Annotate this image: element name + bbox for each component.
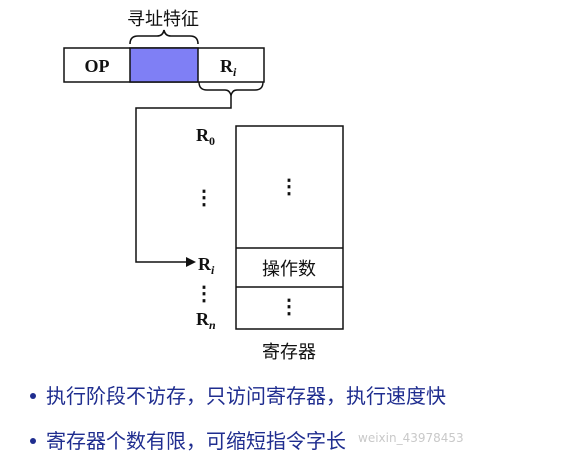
- register-labels-low-ellipsis: ⋮: [194, 283, 214, 305]
- register-label-ri: Ri: [198, 254, 215, 277]
- r0-subscript: 0: [209, 134, 215, 148]
- rn-main: R: [196, 309, 210, 329]
- register-file-caption: 寄存器: [262, 342, 316, 363]
- ri-field-subscript: i: [233, 65, 237, 79]
- register-bottom-ellipsis: ⋮: [279, 296, 299, 318]
- ri-pointer-arrowhead: [186, 257, 196, 267]
- register-label-r0: R0: [196, 125, 215, 148]
- addressing-mode-field: [129, 47, 199, 83]
- ri-pointer-line: [135, 96, 232, 263]
- operand-cell-label: 操作数: [262, 259, 316, 280]
- bullet-dot-icon: [30, 437, 36, 444]
- register-labels-mid-ellipsis: ⋮: [194, 187, 214, 209]
- op-field-label: OP: [85, 56, 110, 76]
- bullet-item-1-text: 执行阶段不访存，只访问寄存器，执行速度快: [46, 384, 446, 408]
- ri-address-field-label: Ri: [220, 56, 237, 79]
- register-top-ellipsis: ⋮: [279, 176, 299, 198]
- bullet-dot-icon: [30, 392, 36, 399]
- bullet-item-2: 寄存器个数有限，可缩短指令字长: [30, 425, 346, 454]
- ri-main: R: [198, 254, 212, 274]
- r0-main: R: [196, 125, 210, 145]
- bullet-item-2-text: 寄存器个数有限，可缩短指令字长: [46, 429, 346, 453]
- ri-field-brace: [198, 81, 264, 97]
- rn-subscript: n: [209, 318, 216, 332]
- ri-subscript: i: [211, 263, 215, 277]
- register-label-rn: Rn: [196, 309, 216, 332]
- addressing-brace: [129, 29, 199, 45]
- register-file-box: [235, 125, 344, 330]
- bullet-item-1: 执行阶段不访存，只访问寄存器，执行速度快: [30, 380, 446, 409]
- ri-field-main: R: [220, 56, 234, 76]
- addressing-feature-heading: 寻址特征: [127, 9, 199, 30]
- watermark: weixin_43978453: [358, 431, 464, 445]
